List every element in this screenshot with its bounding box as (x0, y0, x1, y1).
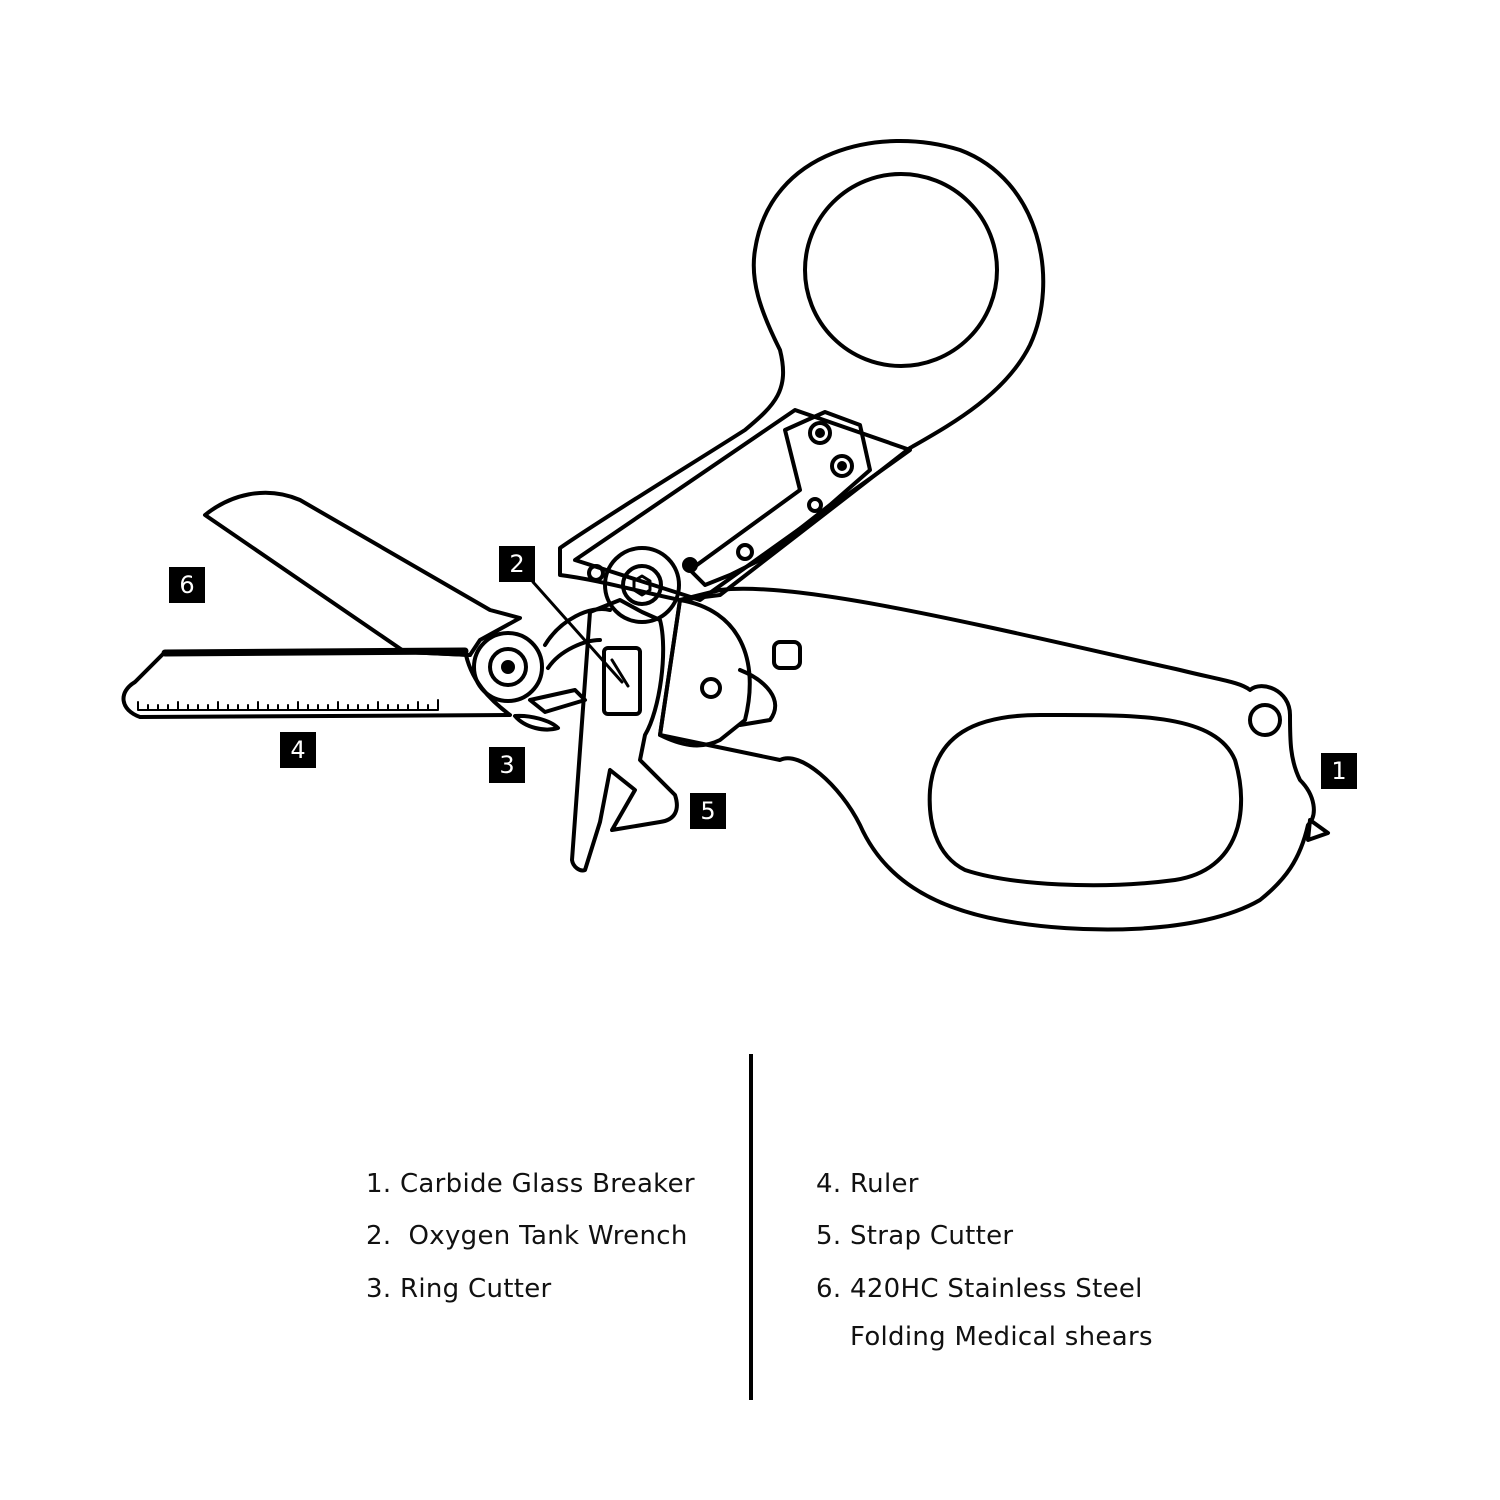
callout-3: 3 (489, 747, 525, 783)
shears-diagram (0, 0, 1500, 1000)
legend-item-1: 1. Carbide Glass Breaker (366, 1169, 695, 1199)
upper-blade (205, 493, 520, 655)
lower-handle (660, 589, 1328, 930)
ruler (138, 700, 438, 710)
legend-item-5: 5. Strap Cutter (816, 1221, 1013, 1251)
lanyard-hole (1250, 705, 1280, 735)
callout-4: 4 (280, 732, 316, 768)
callout-2: 2 (499, 546, 535, 582)
callout-6: 6 (169, 567, 205, 603)
legend-item-6-continued: Folding Medical shears (850, 1322, 1153, 1352)
glass-breaker-tip (1308, 820, 1328, 840)
upper-finger-hole (805, 174, 997, 366)
upper-handle (560, 141, 1043, 600)
callout-5: 5 (690, 793, 726, 829)
legend-item-4: 4. Ruler (816, 1169, 919, 1199)
legend-item-6: 6. 420HC Stainless Steel (816, 1274, 1143, 1304)
pivot-lower (474, 633, 542, 701)
legend-divider (749, 1054, 753, 1400)
lower-finger-hole (930, 715, 1241, 885)
legend-item-3: 3. Ring Cutter (366, 1274, 552, 1304)
callout-1: 1 (1321, 753, 1357, 789)
lower-blade (124, 650, 510, 717)
strap-cutter-arm (515, 566, 677, 870)
legend-item-2: 2. Oxygen Tank Wrench (366, 1221, 688, 1251)
